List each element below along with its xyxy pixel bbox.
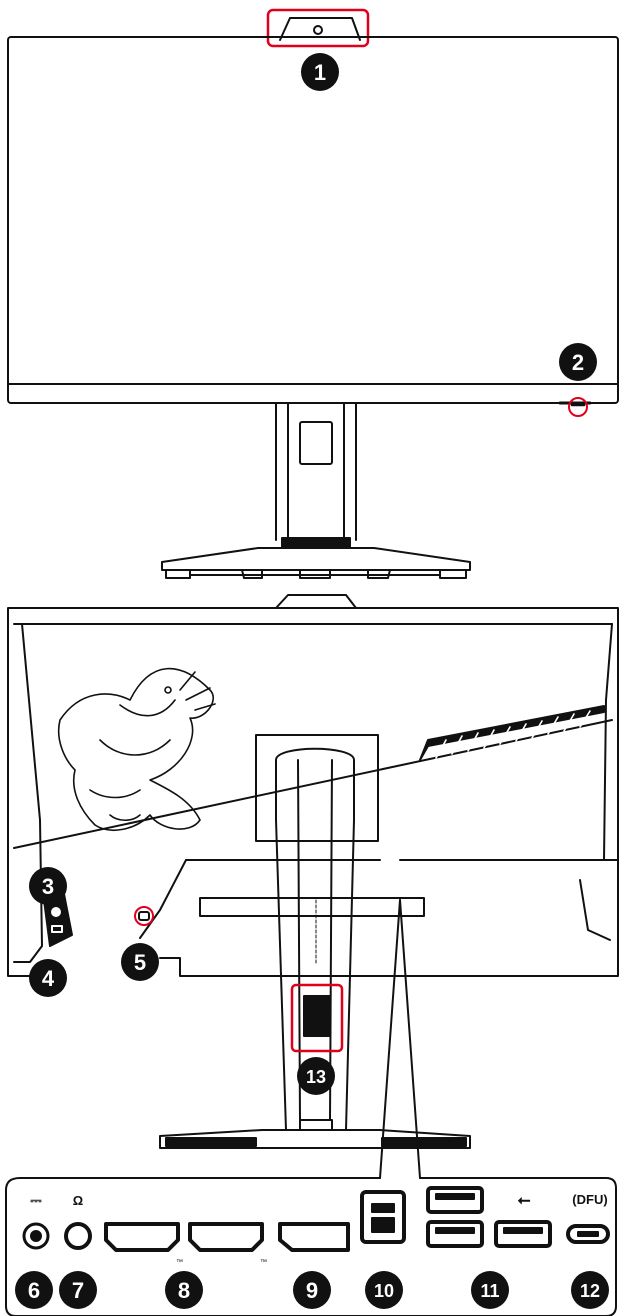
displayport-port (280, 1224, 348, 1250)
callout-1: 1 (301, 53, 339, 91)
kensington-lock-highlight (135, 907, 153, 925)
back-body (8, 608, 618, 976)
callout-12: 12 (571, 1271, 609, 1309)
dc-symbol-label: ⎓ (30, 1192, 42, 1208)
svg-text:1: 1 (314, 60, 326, 85)
front-view (8, 10, 618, 578)
svg-text:11: 11 (480, 1281, 499, 1301)
cable-clip (304, 996, 330, 1036)
dfu-label: (DFU) (572, 1192, 607, 1207)
callout-13: 13 (297, 1057, 335, 1095)
callout-11: 11 (471, 1271, 509, 1309)
svg-text:3: 3 (42, 874, 54, 899)
svg-text:10: 10 (374, 1281, 394, 1301)
back-top-handle (276, 595, 356, 608)
svg-text:4: 4 (42, 966, 55, 991)
stand-mount-plate (256, 735, 378, 841)
callout-6: 6 (15, 1271, 53, 1309)
callout-2: 2 (559, 343, 597, 381)
callout-10: 10 (365, 1271, 403, 1309)
callout-4: 4 (29, 959, 67, 997)
webcam-lens-icon (314, 26, 322, 34)
svg-text:2: 2 (572, 350, 584, 375)
kensington-lock-icon (139, 912, 149, 920)
svg-text:7: 7 (72, 1278, 84, 1303)
headphone-symbol-label: Ω (73, 1193, 83, 1208)
svg-text:13: 13 (306, 1067, 326, 1087)
callout-5: 5 (121, 943, 159, 981)
front-neck-window (300, 422, 332, 464)
headphone-port (66, 1224, 90, 1248)
svg-text:8: 8 (178, 1278, 190, 1303)
side-jack-icon (52, 908, 60, 916)
hdmi-port-2 (190, 1224, 262, 1250)
callout-8: 8 (165, 1271, 203, 1309)
power-led-highlight (569, 398, 587, 416)
hdmi-tm-label-1: ™ (176, 1259, 183, 1266)
svg-text:9: 9 (306, 1278, 318, 1303)
callout-3: 3 (29, 867, 67, 905)
hdmi-tm-label-2: ™ (260, 1259, 267, 1266)
callout-7: 7 (59, 1271, 97, 1309)
front-neck (276, 403, 356, 540)
callout-9: 9 (293, 1271, 331, 1309)
rear-vent (420, 706, 604, 760)
svg-text:12: 12 (580, 1281, 600, 1301)
svg-text:6: 6 (28, 1278, 40, 1303)
svg-text:5: 5 (134, 950, 146, 975)
hdmi-port-1 (106, 1224, 178, 1250)
webcam-highlight (268, 10, 368, 46)
usb-symbol-label: ⭠ (518, 1192, 531, 1209)
front-base (162, 548, 470, 570)
front-screen (8, 37, 618, 403)
dragon-logo (59, 669, 215, 831)
